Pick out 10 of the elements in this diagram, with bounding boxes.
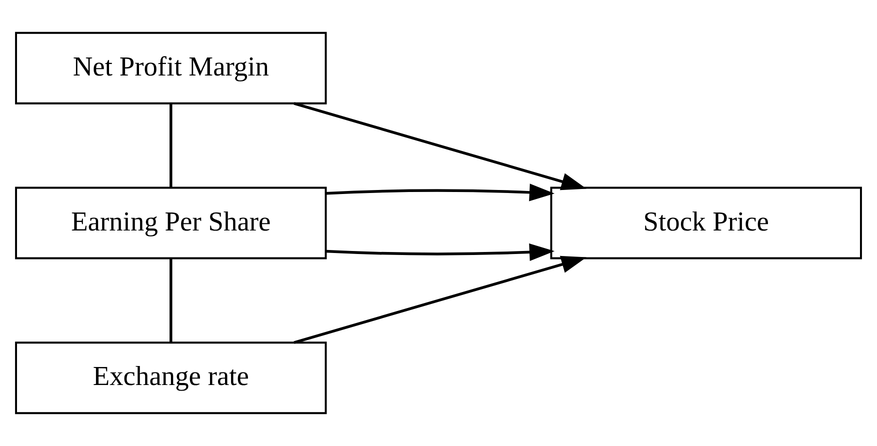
connector [170,258,172,342]
node-box: Stock Price [550,186,862,260]
arrow [294,102,586,190]
node-box: Earning Per Share [15,186,327,260]
arrow [326,243,555,261]
arrow [326,184,555,202]
arrow [294,256,586,344]
connector [170,104,172,188]
node-box: Exchange rate [15,342,327,414]
node-box: Net Profit Margin [15,32,327,104]
